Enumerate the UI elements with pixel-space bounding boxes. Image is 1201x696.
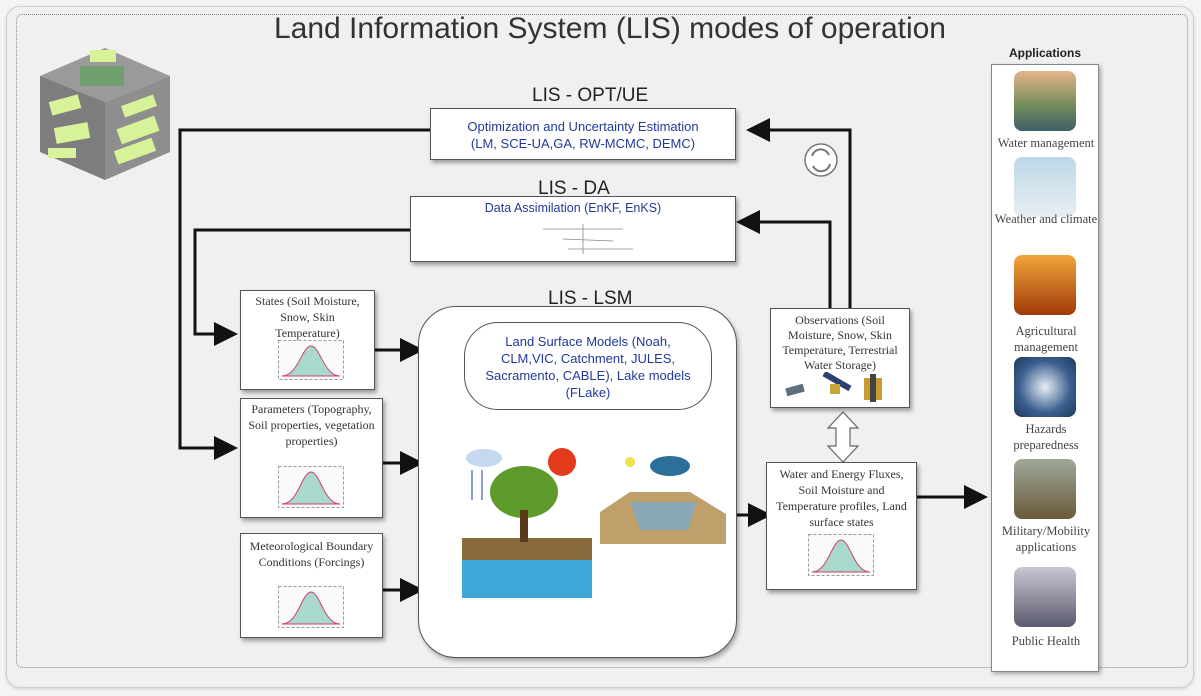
app-label-water-management: Water management — [997, 136, 1095, 150]
opt-ue-text: Optimization and Uncertainty Estimation — [467, 119, 699, 134]
applications-heading: Applications — [1008, 46, 1081, 60]
da-flow-sketch — [543, 224, 633, 254]
forcings-text: Meteorological Boundary Conditions (Forc… — [249, 539, 374, 569]
observations-text: Observations (Soil Moisture, Snow, Skin … — [782, 313, 898, 372]
app-label-military-mobility: Military/Mobility applications — [1001, 524, 1091, 554]
parameters-distribution-curve — [278, 466, 344, 508]
da-box: Data Assimilation (EnKF, EnKS) — [410, 196, 736, 262]
app-label-hazards-preparedness: Hazards preparedness — [1013, 422, 1079, 452]
states-distribution-curve — [278, 340, 344, 380]
public-health-icon — [1014, 567, 1076, 627]
weather-climate-icon — [1014, 157, 1076, 217]
lis-cube-illustration — [40, 48, 170, 180]
opt-ue-box: Optimization and Uncertainty Estimation … — [430, 108, 736, 160]
lsm-models-text: Land Surface Models (Noah, CLM,VIC, Catc… — [485, 334, 691, 400]
lsm-label: LIS - LSM — [548, 288, 633, 309]
agricultural-management-icon — [1014, 255, 1076, 315]
states-text: States (Soil Moisture, Snow, Skin Temper… — [255, 294, 360, 340]
da-label: LIS - DA — [538, 178, 610, 199]
lsm-models-box: Land Surface Models (Noah, CLM,VIC, Catc… — [464, 322, 712, 410]
opt-ue-methods: (LM, SCE-UA,GA, RW-MCMC, DEMC) — [470, 136, 696, 151]
forcings-distribution-curve — [278, 586, 344, 628]
outputs-text: Water and Energy Fluxes, Soil Moisture a… — [776, 467, 907, 529]
app-label-public-health: Public Health — [1011, 634, 1081, 648]
applications-panel: Water management Weather and climate Agr… — [991, 64, 1099, 672]
hazards-preparedness-icon — [1014, 357, 1076, 417]
app-label-weather-climate: Weather and climate — [994, 212, 1098, 226]
parameters-text: Parameters (Topography, Soil properties,… — [248, 402, 375, 448]
military-mobility-icon — [1014, 459, 1076, 519]
satellite-icons — [785, 372, 882, 402]
land-surface-illustration — [462, 448, 592, 598]
diagram-border — [16, 14, 1188, 668]
water-management-icon — [1014, 71, 1076, 131]
outputs-distribution-curve — [808, 534, 874, 576]
diagram-title: Land Information System (LIS) modes of o… — [273, 12, 946, 45]
app-label-agricultural-management: Agricultural management — [1014, 324, 1078, 354]
lake-illustration — [600, 456, 726, 544]
opt-ue-label: LIS - OPT/UE — [532, 85, 649, 106]
da-text: Data Assimilation (EnKF, EnKS) — [484, 201, 662, 215]
